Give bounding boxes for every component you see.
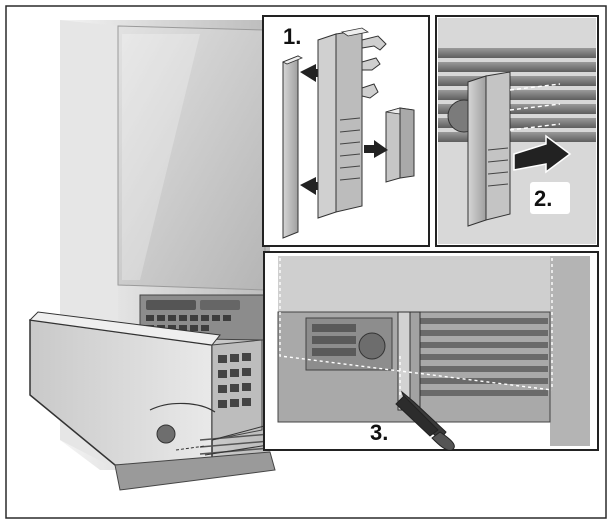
- knob-icon: [156, 424, 176, 444]
- door-lower-edge: [278, 256, 550, 312]
- pliers-icon: [395, 390, 455, 451]
- door-highlight: [122, 34, 200, 280]
- guide-lines: [509, 83, 561, 131]
- arrow-icon: [300, 177, 326, 195]
- callout-line-upper: [211, 424, 269, 441]
- clip-icon: [385, 107, 415, 183]
- dashed-outline: [279, 258, 553, 396]
- drawer-top-edge: [28, 311, 221, 346]
- trim-strip: [467, 75, 487, 227]
- keypad: [211, 339, 263, 441]
- main-scene: [28, 20, 276, 491]
- panel-step-3: 3.: [263, 251, 599, 451]
- panel-step-1: 1.: [262, 15, 430, 247]
- panel-step-2: 2.: [435, 15, 599, 247]
- arrow-icon: [364, 140, 388, 158]
- step-2-plate: [530, 182, 570, 214]
- side-panel: [550, 256, 590, 446]
- plinth-grille: [199, 433, 271, 455]
- grille-right: [420, 318, 548, 396]
- arrow-icon: [513, 134, 572, 174]
- hand-outline: [149, 402, 216, 413]
- grille-left: [305, 317, 393, 371]
- step-2-label: 2.: [534, 186, 552, 211]
- arrow-icon: [300, 64, 326, 82]
- knob-icon: [358, 332, 386, 360]
- callout-line-lower: [204, 444, 269, 456]
- step-3-label: 3.: [370, 420, 388, 445]
- plinth: [114, 451, 276, 491]
- trim-strip-left: [282, 55, 299, 239]
- step-1-label: 1.: [283, 24, 301, 49]
- clip-icon: [317, 27, 387, 219]
